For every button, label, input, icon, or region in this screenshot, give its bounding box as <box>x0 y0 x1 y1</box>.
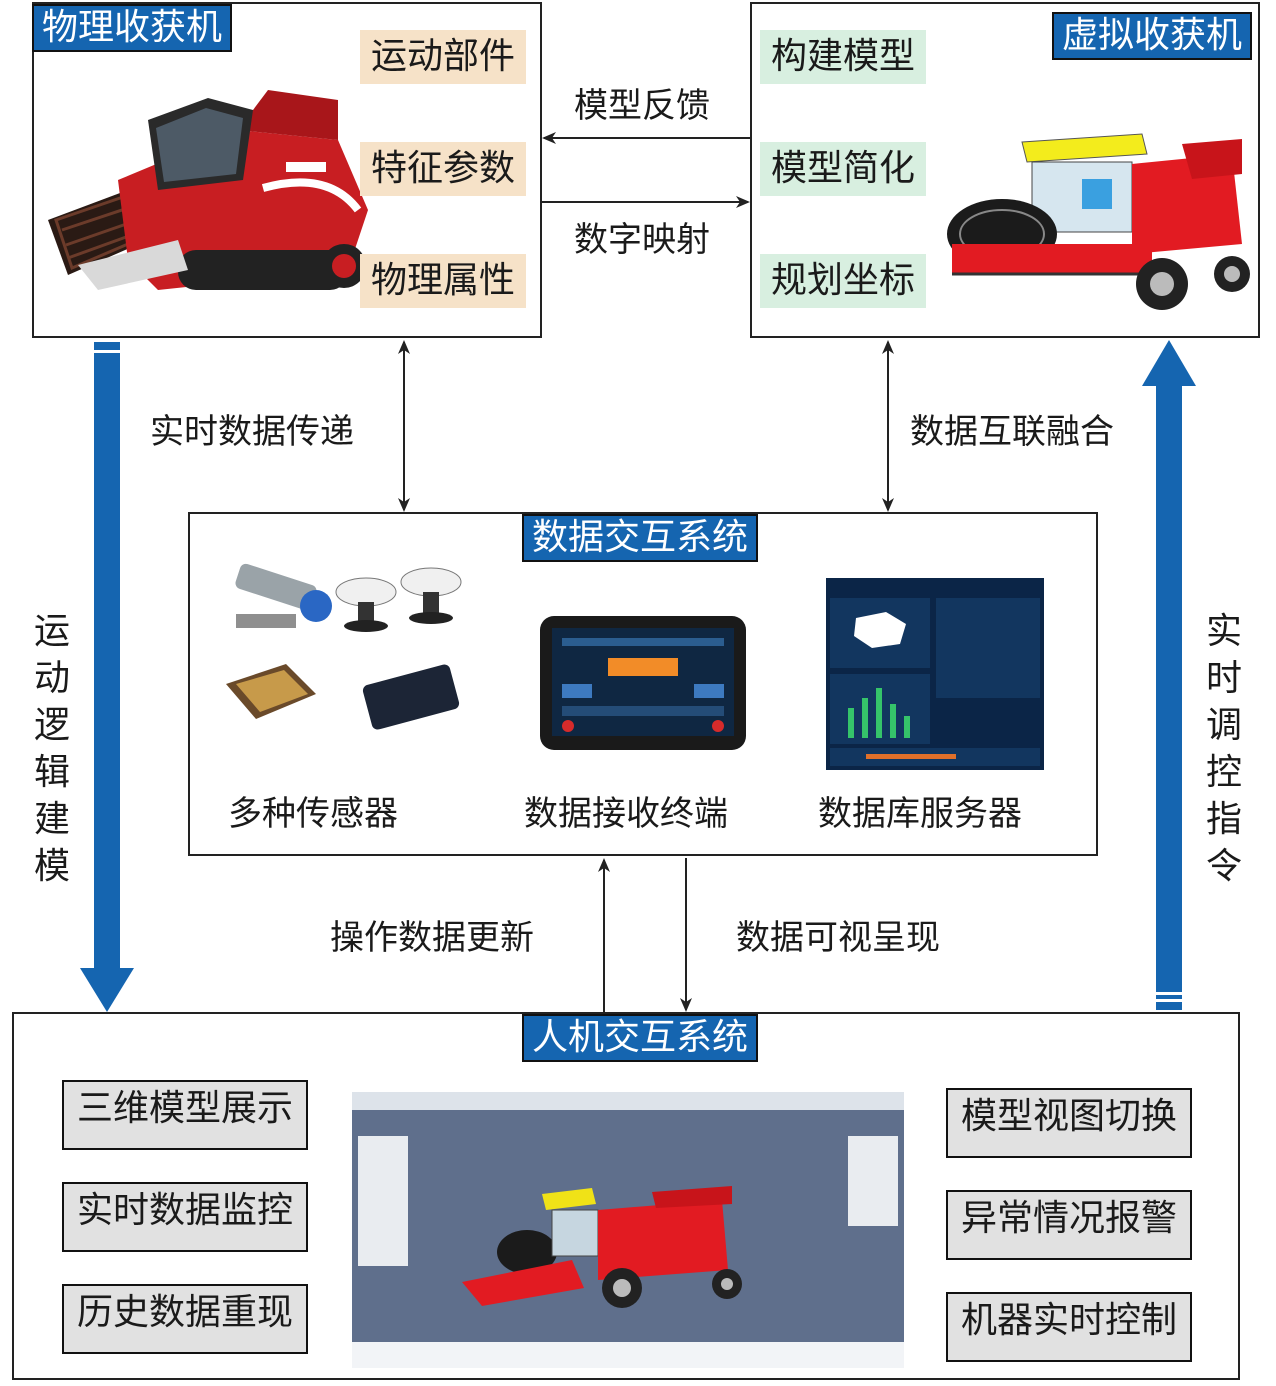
data-terminal-image <box>540 616 746 750</box>
model-feedback-label: 模型反馈 <box>574 86 710 126</box>
physical-part-motion: 运动部件 <box>360 30 526 84</box>
physical-harvester-title: 物理收获机 <box>32 4 233 52</box>
data-interaction-panel: 多种传感器 数据接收终端 数据库服务器 <box>188 512 1098 856</box>
physical-part-physical-props: 物理属性 <box>360 254 526 308</box>
hmi-title: 人机交互系统 <box>522 1014 759 1062</box>
physical-harvester-image <box>48 90 368 290</box>
physical-harvester-panel: 运动部件 特征参数 物理属性 <box>32 2 542 338</box>
hmi-screen-image <box>352 1092 904 1368</box>
virtual-part-coordinates: 规划坐标 <box>760 254 926 308</box>
database-server-image <box>826 578 1044 770</box>
op-update-label: 操作数据更新 <box>330 918 534 958</box>
virtual-part-simplify: 模型简化 <box>760 142 926 196</box>
virtual-part-build-model: 构建模型 <box>760 30 926 84</box>
motion-modeling-label: 运动逻辑建模 <box>33 611 70 887</box>
realtime-transfer-label: 实时数据传递 <box>150 412 354 452</box>
virtual-harvester-image <box>947 133 1250 310</box>
physical-part-feature-params: 特征参数 <box>360 142 526 196</box>
hmi-panel: 三维模型展示 实时数据监控 历史数据重现 模型视图切换 异常情况报警 机器实时控… <box>12 1012 1240 1380</box>
digital-mapping-label: 数字映射 <box>574 220 710 260</box>
realtime-control-big-arrow <box>1142 340 1196 1010</box>
realtime-control-label: 实时调控指令 <box>1205 611 1242 887</box>
hmi-view-switch: 模型视图切换 <box>946 1088 1192 1158</box>
hmi-alarm: 异常情况报警 <box>946 1190 1192 1260</box>
data-interaction-title: 数据交互系统 <box>522 514 759 562</box>
motion-modeling-big-arrow <box>80 342 134 1012</box>
virtual-harvester-title: 虚拟收获机 <box>1052 12 1253 60</box>
sensors-label: 多种传感器 <box>228 794 398 834</box>
hmi-3d-model-display: 三维模型展示 <box>62 1080 308 1150</box>
hmi-machine-control: 机器实时控制 <box>946 1292 1192 1362</box>
server-label: 数据库服务器 <box>818 794 1022 834</box>
hmi-history-replay: 历史数据重现 <box>62 1284 308 1354</box>
hmi-realtime-monitor: 实时数据监控 <box>62 1182 308 1252</box>
data-fusion-label: 数据互联融合 <box>910 412 1114 452</box>
sensors-image <box>226 563 462 730</box>
data-visual-label: 数据可视呈现 <box>736 918 940 958</box>
terminal-label: 数据接收终端 <box>524 794 728 834</box>
